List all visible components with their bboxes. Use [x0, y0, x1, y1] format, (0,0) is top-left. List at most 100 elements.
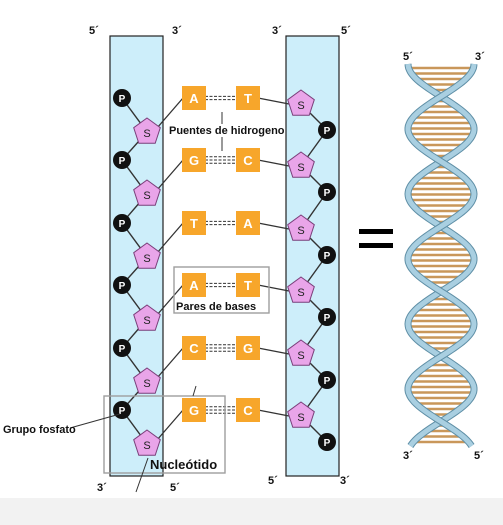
- base-left: [182, 86, 206, 110]
- sugar-label: S: [297, 287, 304, 299]
- sugar-pentagon: [287, 214, 315, 241]
- phosphate-label: P: [119, 406, 126, 417]
- base-left-letter: A: [189, 278, 199, 293]
- diagram-panel: 5´ 3´ 3´ 5´ 3´ 5´ 5´ 3´ A T G C T A A T C G G C S S S…: [0, 0, 503, 498]
- base-left-letter: G: [189, 403, 199, 418]
- base-left: [182, 273, 206, 297]
- right-strand-bottom-3-prime: 3´: [340, 475, 350, 487]
- dna-diagram: 5´ 3´ 3´ 5´ 3´ 5´ 5´ 3´ A T G C T A A T C G G C S S S…: [3, 25, 485, 494]
- sugar-pentagon: [133, 429, 161, 456]
- base-pair-highlight-box: [173, 266, 270, 314]
- sugar-pentagon: [133, 117, 161, 144]
- base-left: [182, 148, 206, 172]
- sugar-base-bond: [156, 284, 184, 316]
- sugar-base-bond: [156, 159, 184, 191]
- base-right-letter: G: [243, 341, 253, 356]
- sugar-base-bond: [156, 97, 184, 129]
- sugar-base-bond: [156, 409, 184, 441]
- phosphate-circle: [113, 276, 131, 294]
- phosphate-label: P: [119, 281, 126, 292]
- nucleotide-tick: [192, 385, 197, 397]
- base-left-letter: A: [189, 91, 199, 106]
- phosphate-circle: [318, 371, 336, 389]
- sugar-base-bond: [156, 222, 184, 254]
- helix-strand-b: [405, 63, 477, 448]
- sugar-base-bond: [156, 347, 184, 379]
- phosphate-group-leader: [69, 413, 121, 429]
- helix-top-5-prime: 5´: [403, 51, 413, 63]
- phosphate-circle: [318, 246, 336, 264]
- helix-strand-a: [405, 63, 477, 448]
- sugar-pentagon: [287, 401, 315, 428]
- sugar-label: S: [143, 253, 150, 265]
- phosphate-circle: [113, 214, 131, 232]
- sugar-label: S: [143, 190, 150, 202]
- base-right-letter: A: [243, 216, 253, 231]
- sugar-pentagon: [133, 304, 161, 331]
- base-right: [236, 398, 260, 422]
- base-pairs-label: Pares de bases: [176, 301, 256, 313]
- sugar-base-bond: [257, 159, 290, 167]
- sugar-pentagon: [287, 276, 315, 303]
- base-right-letter: T: [244, 278, 252, 293]
- sugar-label: S: [143, 440, 150, 452]
- nucleotide-highlight-box: [103, 395, 226, 474]
- sugar-pentagon: [287, 339, 315, 366]
- base-right: [236, 336, 260, 360]
- helix-top-3-prime: 3´: [475, 51, 485, 63]
- sugar-base-bond: [257, 284, 290, 292]
- left-strand-bottom-3-prime: 3´: [97, 482, 107, 494]
- phosphate-label: P: [324, 188, 331, 199]
- phosphate-label: P: [324, 313, 331, 324]
- base-left-letter: C: [189, 341, 199, 356]
- base-right: [236, 273, 260, 297]
- phosphate-circle: [113, 89, 131, 107]
- sugar-label: S: [297, 162, 304, 174]
- left-strand-top-3-prime: 3´: [172, 25, 182, 37]
- sugar-pentagon: [133, 242, 161, 269]
- base-right-letter: C: [243, 403, 253, 418]
- sugar-pentagon: [133, 367, 161, 394]
- sugar-pentagon: [133, 179, 161, 206]
- hydrogen-bonds-label: Puentes de hidrogeno: [169, 125, 285, 137]
- sugar-base-bond: [257, 409, 290, 417]
- phosphate-label: P: [324, 251, 331, 262]
- base-left: [182, 211, 206, 235]
- base-left-letter: T: [190, 216, 198, 231]
- sugar-label: S: [297, 412, 304, 424]
- sugar-base-bond: [257, 347, 290, 355]
- sugar-pentagon: [287, 151, 315, 178]
- phosphate-circle: [318, 183, 336, 201]
- base-left: [182, 336, 206, 360]
- sugar-label: S: [297, 100, 304, 112]
- equals-sign-top-bar: [359, 229, 393, 234]
- base-right: [236, 148, 260, 172]
- phosphate-label: P: [119, 344, 126, 355]
- base-pairs: A T G C T A A T C G G C: [156, 86, 290, 441]
- phosphate-circle: [318, 433, 336, 451]
- phosphate-label: P: [324, 376, 331, 387]
- base-left: [182, 398, 206, 422]
- base-right-letter: T: [244, 91, 252, 106]
- phosphate-label: P: [324, 126, 331, 137]
- sugar-label: S: [143, 315, 150, 327]
- base-left-letter: G: [189, 153, 199, 168]
- base-right-letter: C: [243, 153, 253, 168]
- sugar-label: S: [297, 350, 304, 362]
- right-strand-bottom-5-prime: 5´: [268, 475, 278, 487]
- sugar-label: S: [143, 378, 150, 390]
- sugar-base-bond: [257, 222, 290, 230]
- helix-bottom-3-prime: 3´: [403, 450, 413, 462]
- helix-bottom-5-prime: 5´: [474, 450, 484, 462]
- phosphate-circle: [113, 151, 131, 169]
- phosphate-label: P: [119, 219, 126, 230]
- base-right: [236, 211, 260, 235]
- left-strand-top-5-prime: 5´: [89, 25, 99, 37]
- phosphate-label: P: [119, 156, 126, 167]
- sugar-label: S: [143, 128, 150, 140]
- sugar-pentagon: [287, 89, 315, 116]
- sugar-base-bond: [257, 97, 290, 105]
- phosphate-group-label: Grupo fosfato: [3, 424, 76, 436]
- nucleotide-label: Nucleótido: [150, 457, 217, 472]
